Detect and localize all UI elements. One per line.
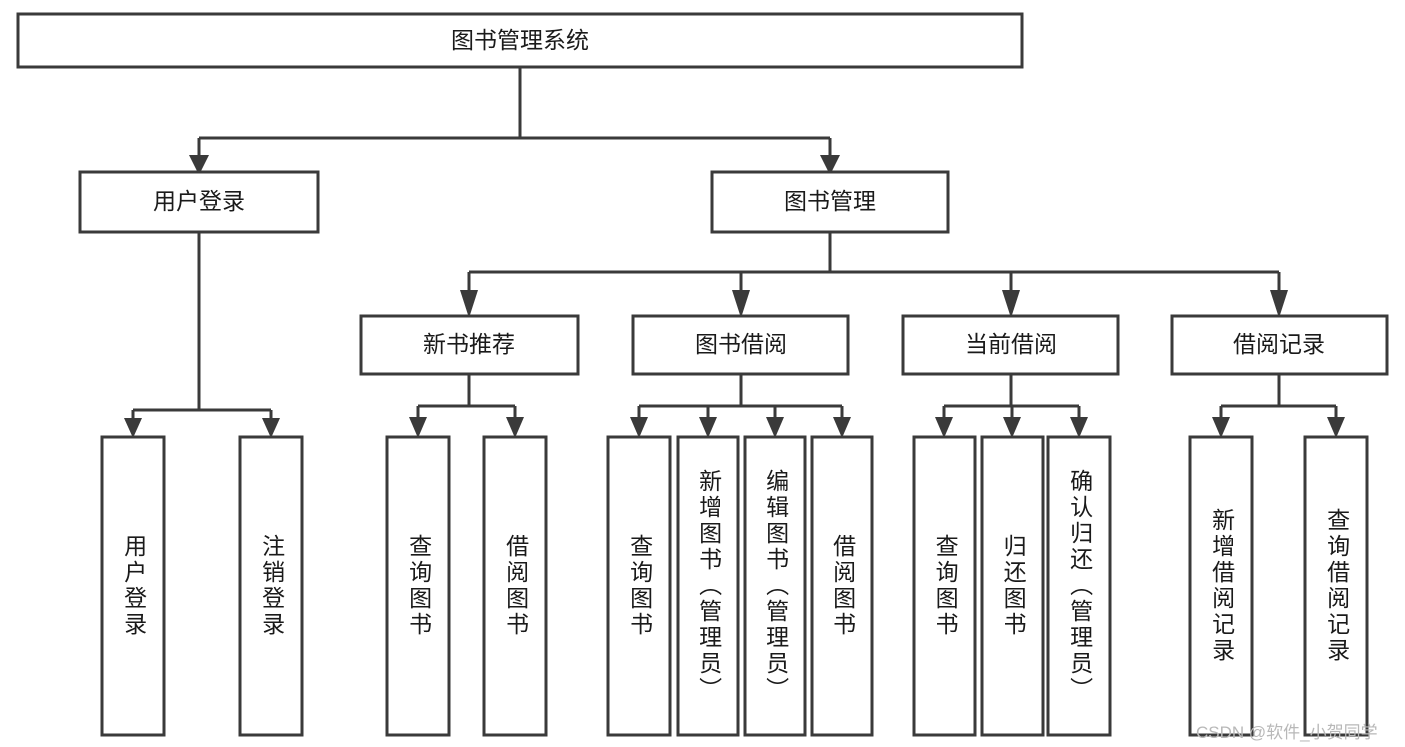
node-leaf-confirm-return-admin[interactable] — [1046, 435, 1112, 737]
arrowhead-layer — [124, 155, 1345, 438]
arrow-to-leaf-query-book-borrow — [630, 417, 648, 438]
node-root-label: 图书管理系统 — [451, 27, 589, 53]
node-leaf-query-book-borrow[interactable] — [606, 435, 672, 737]
csdn-watermark: CSDN @软件_小贺同学 — [1196, 723, 1378, 742]
connector-book-borrow-bus — [637, 374, 844, 421]
node-borrow-record-label: 借阅记录 — [1233, 331, 1325, 357]
node-leaf-edit-book-admin[interactable] — [743, 435, 807, 737]
arrow-to-leaf-add-borrow-record — [1212, 417, 1230, 438]
arrow-to-leaf-user-login — [124, 418, 142, 438]
connector-new-book-bus — [416, 374, 517, 421]
connector-layer — [131, 67, 1338, 423]
node-leaf-borrow-book[interactable] — [810, 435, 874, 737]
node-user-login-label: 用户登录 — [153, 188, 245, 214]
arrow-to-current-borrow — [1002, 290, 1020, 318]
connector-current-borrow-bus — [942, 374, 1081, 421]
node-leaf-add-borrow-record[interactable] — [1188, 435, 1254, 737]
arrow-to-leaf-add-book-admin — [699, 417, 717, 438]
node-book-borrow[interactable]: 图书借阅 — [631, 314, 850, 376]
node-borrow-record[interactable]: 借阅记录 — [1170, 314, 1389, 376]
arrow-to-leaf-edit-book-admin — [766, 417, 784, 438]
arrow-to-leaf-return-book — [1003, 417, 1021, 438]
arrow-to-borrow-record — [1270, 290, 1288, 318]
node-current-borrow-label: 当前借阅 — [965, 331, 1057, 357]
connector-root-bus — [197, 67, 832, 158]
node-book-borrow-label: 图书借阅 — [695, 331, 787, 357]
node-current-borrow[interactable]: 当前借阅 — [901, 314, 1120, 376]
node-user-login[interactable]: 用户登录 — [78, 170, 320, 234]
arrow-to-leaf-query-book-rec — [409, 417, 427, 438]
node-leaf-query-book-rec[interactable] — [385, 435, 451, 737]
node-leaf-user-login[interactable] — [100, 435, 166, 737]
node-leaf-user-logout[interactable] — [238, 435, 304, 737]
node-new-book-recommend-label: 新书推荐 — [423, 331, 515, 357]
node-book-manage-label: 图书管理 — [784, 188, 876, 214]
node-leaf-query-borrow-record[interactable] — [1303, 435, 1369, 737]
arrow-to-leaf-query-book-current — [935, 417, 953, 438]
node-book-manage[interactable]: 图书管理 — [710, 170, 950, 234]
connector-user-login-bus — [131, 232, 273, 423]
arrow-to-book-manage — [820, 155, 840, 175]
node-leaf-return-book[interactable] — [980, 435, 1045, 737]
connector-book-manage-bus — [467, 232, 1281, 290]
arrow-to-leaf-user-logout — [262, 418, 280, 438]
node-new-book-recommend[interactable]: 新书推荐 — [359, 314, 580, 376]
arrow-to-leaf-borrow-book — [833, 417, 851, 438]
node-leaf-add-book-admin[interactable] — [676, 435, 740, 737]
node-leaf-borrow-book-rec[interactable] — [482, 435, 548, 737]
connector-borrow-record-bus — [1219, 374, 1338, 421]
node-leaf-query-book-current[interactable] — [912, 435, 977, 737]
arrow-to-leaf-query-borrow-record — [1327, 417, 1345, 438]
arrow-to-leaf-confirm-return-admin — [1070, 417, 1088, 438]
arrow-to-user-login — [189, 155, 209, 175]
arrow-to-book-borrow — [732, 290, 750, 318]
node-layer: 图书管理系统 用户登录 图书管理 新书推荐 图书借阅 — [16, 12, 1389, 737]
arrow-to-leaf-borrow-book-rec — [506, 417, 524, 438]
node-root[interactable]: 图书管理系统 — [16, 12, 1024, 69]
arrow-to-new-book-recommend — [460, 290, 478, 318]
